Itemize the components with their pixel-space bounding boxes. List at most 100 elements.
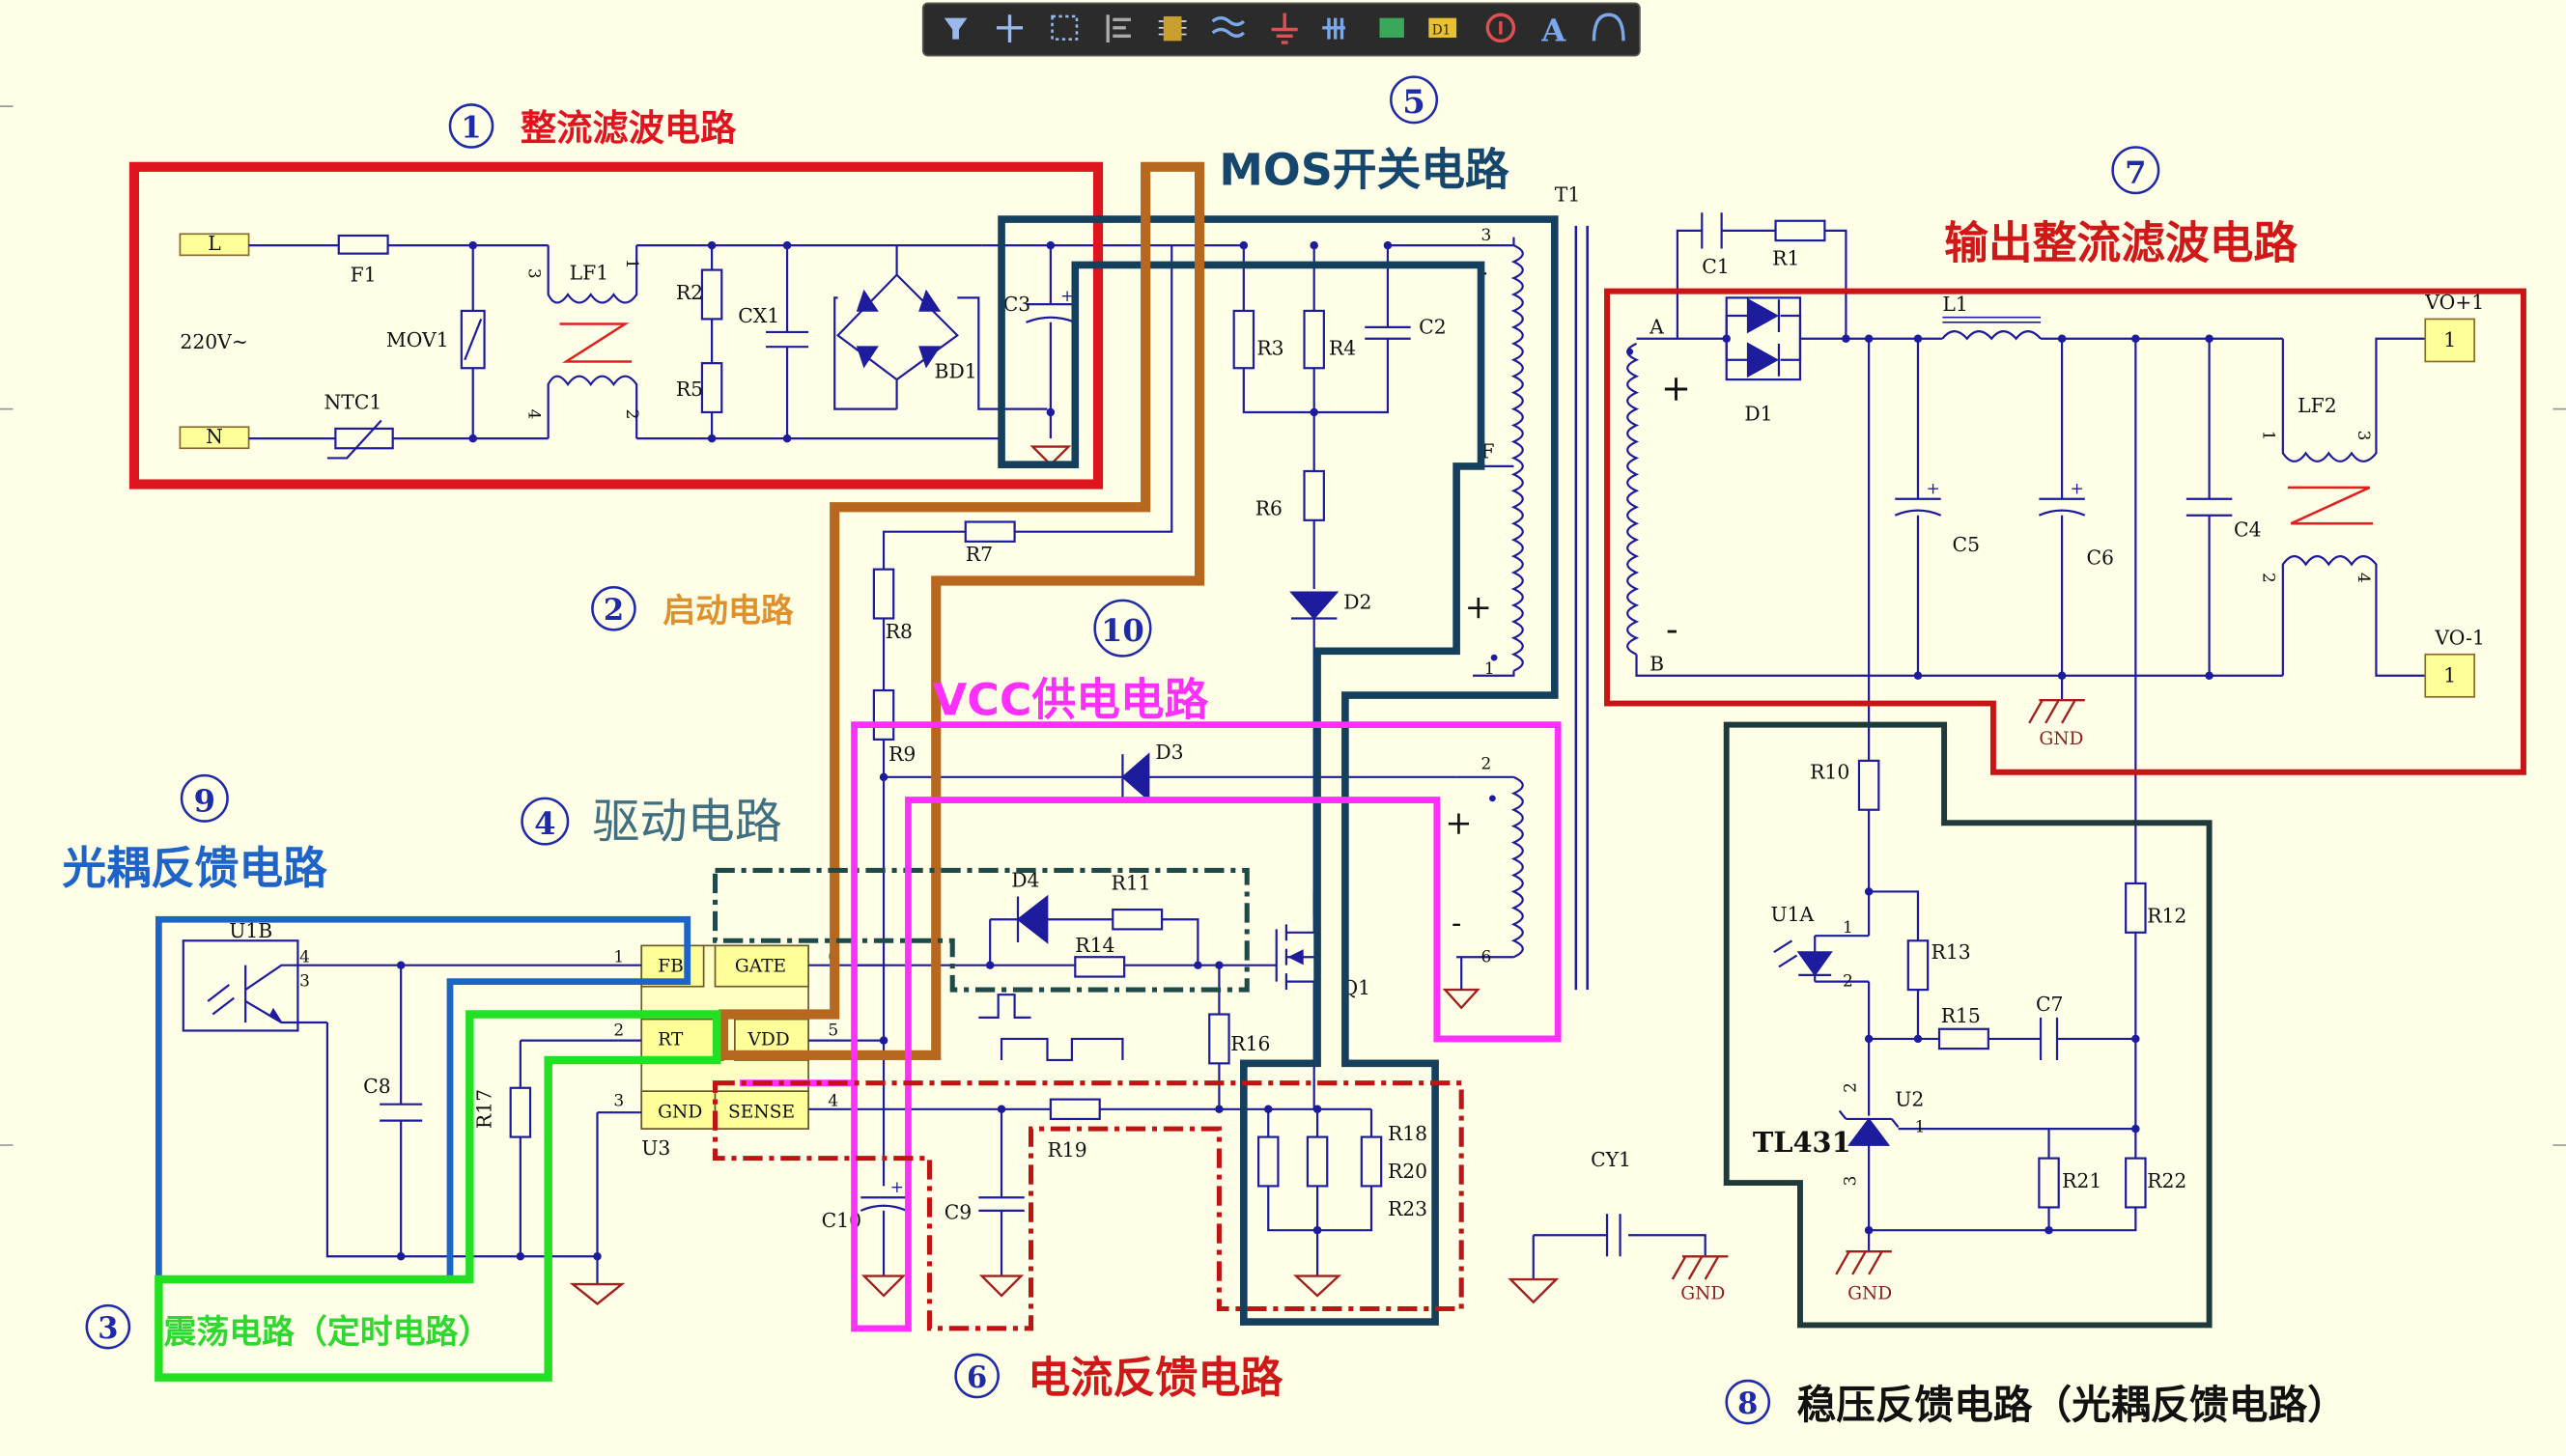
- bus-icon[interactable]: [1211, 15, 1246, 38]
- optocoupler-U1A[interactable]: [1796, 951, 1833, 977]
- cy1-wires: [1532, 1234, 1706, 1280]
- ground-icon[interactable]: [1271, 13, 1298, 44]
- select-rect-icon[interactable]: [1051, 14, 1079, 41]
- resistor-R7[interactable]: [964, 520, 1016, 543]
- resistor-R11[interactable]: [1112, 908, 1164, 931]
- choke-LF1-top[interactable]: [547, 245, 638, 304]
- choke-LF2-top[interactable]: [2281, 337, 2426, 462]
- choke-LF1-bottom[interactable]: [547, 375, 638, 439]
- ntc-slash: [326, 419, 382, 460]
- port-VO-minus[interactable]: [2424, 653, 2475, 698]
- T1-secondary-winding[interactable]: [1626, 342, 1640, 656]
- gnd-primary: [1508, 1277, 1560, 1304]
- resistor-R6[interactable]: [1303, 469, 1325, 521]
- resistor-R5[interactable]: [700, 362, 723, 414]
- resistor-R22[interactable]: [2125, 1157, 2147, 1209]
- capacitor-C3[interactable]: [1026, 303, 1076, 323]
- fuse-F1[interactable]: [337, 234, 389, 255]
- align-icon[interactable]: [1106, 14, 1131, 43]
- part-icon[interactable]: [1379, 17, 1404, 38]
- U1B-area: [182, 939, 299, 1032]
- shunt-U2-TL431[interactable]: [1847, 1117, 1891, 1146]
- capacitor-C8[interactable]: [380, 1103, 423, 1122]
- port-VO-plus[interactable]: [2424, 318, 2475, 363]
- info-icon[interactable]: [1485, 13, 1516, 43]
- fb-wires: [297, 964, 642, 1285]
- C7-label: C7: [2036, 993, 2064, 1016]
- resistor-R1[interactable]: [1774, 219, 1826, 242]
- arc-icon[interactable]: [1592, 13, 1625, 42]
- mosfet-Q1[interactable]: Q1: [1256, 891, 1370, 1109]
- outline-output: [1604, 288, 2526, 775]
- capacitor-C7[interactable]: [2039, 1017, 2059, 1060]
- capacitor-C2[interactable]: [1365, 325, 1411, 340]
- choke-LF2-bottom[interactable]: [2281, 555, 2426, 677]
- resistor-R2[interactable]: [700, 268, 723, 321]
- section-outlines: [128, 161, 2526, 1382]
- C4-label: C4: [2234, 518, 2262, 542]
- R23-label: R23: [1388, 1197, 1427, 1220]
- diode-D2[interactable]: [1289, 591, 1339, 620]
- diode-D4[interactable]: [1016, 894, 1049, 944]
- capacitor-CX1[interactable]: [766, 330, 809, 349]
- capacitor-C10[interactable]: [860, 1196, 908, 1212]
- U3-pin-RT[interactable]: [640, 1018, 724, 1061]
- winding-B-label: B: [1650, 653, 1664, 676]
- resistor-R9[interactable]: [872, 688, 895, 741]
- thermistor-NTC1[interactable]: [334, 427, 394, 450]
- resistor-R19[interactable]: [1049, 1098, 1101, 1121]
- resistor-R18[interactable]: [1256, 1135, 1280, 1188]
- R9-label: R9: [888, 742, 916, 766]
- resistor-R20[interactable]: [1306, 1135, 1329, 1188]
- U3-pin-GATE[interactable]: [714, 944, 809, 988]
- capacitor-C6[interactable]: [2038, 497, 2086, 517]
- R18-label: R18: [1388, 1122, 1427, 1145]
- resistor-R21[interactable]: [2038, 1157, 2060, 1209]
- resistor-R23[interactable]: [1360, 1135, 1383, 1188]
- capacitor-C5[interactable]: [1894, 497, 1942, 517]
- capacitor-C9[interactable]: [978, 1196, 1025, 1212]
- transformer-T1[interactable]: T1 3 - F + 1 2 + - 6: [1442, 182, 1589, 1010]
- s3-num-circle: [85, 1303, 131, 1350]
- resistor-R3[interactable]: [1232, 309, 1255, 370]
- capacitor-CY1[interactable]: [1605, 1214, 1621, 1257]
- resistor-R14[interactable]: [1074, 956, 1126, 978]
- U3-pin-GND[interactable]: [640, 1090, 717, 1130]
- inductor-L1[interactable]: [1941, 330, 2042, 341]
- U3-pin-SENSE[interactable]: [714, 1090, 809, 1130]
- capacitor-C4[interactable]: [2185, 497, 2233, 517]
- resistor-R16[interactable]: [1208, 1013, 1230, 1065]
- resistor-R17[interactable]: [509, 1086, 532, 1138]
- gate-driver-network: D4 R11 R14: [808, 868, 1257, 1062]
- bridge-diodes: [856, 289, 942, 369]
- VO-minus-label: VO-1: [2434, 627, 2485, 650]
- port-icon[interactable]: [1322, 17, 1345, 40]
- sec-plus: +: [1661, 367, 1691, 409]
- diode-D3[interactable]: [1121, 752, 1150, 802]
- capacitor-C3-group: C3 +: [981, 240, 1514, 589]
- t1-aux-plus: +: [1445, 804, 1472, 842]
- D1-label: D1: [1744, 402, 1772, 425]
- resistor-R13[interactable]: [1906, 939, 1930, 992]
- component-icon[interactable]: [1158, 15, 1187, 42]
- resistor-R12[interactable]: [2125, 882, 2147, 934]
- capacitor-C1[interactable]: [1701, 212, 1723, 249]
- varistor-MOV1[interactable]: [460, 309, 486, 370]
- t1-prim-plus: +: [1465, 588, 1492, 626]
- resistor-R4[interactable]: [1303, 309, 1325, 370]
- sheet-edge-ticks: [0, 105, 2566, 1146]
- regulator-network: R10 U1A 1 2 R13 R15 C7 R12 U2 TL431 2 3 …: [1753, 338, 2186, 1303]
- text-icon[interactable]: A: [1540, 12, 1566, 48]
- resistor-R8[interactable]: [872, 568, 895, 620]
- bridge-BD1[interactable]: [835, 273, 959, 381]
- diode-D1[interactable]: [1746, 297, 1779, 378]
- filter-icon[interactable]: [944, 17, 968, 40]
- resistor-R15[interactable]: [1937, 1027, 1989, 1050]
- current-sense-network: R19 C9 + C10 R18 R20 R23: [808, 965, 1427, 1298]
- VO-plus-label: VO+1: [2424, 291, 2484, 314]
- T1-aux-winding: [1510, 775, 1524, 959]
- netlabel-icon[interactable]: D1: [1428, 17, 1457, 39]
- crosshair-icon[interactable]: [996, 14, 1024, 43]
- resistor-R10[interactable]: [1857, 759, 1880, 811]
